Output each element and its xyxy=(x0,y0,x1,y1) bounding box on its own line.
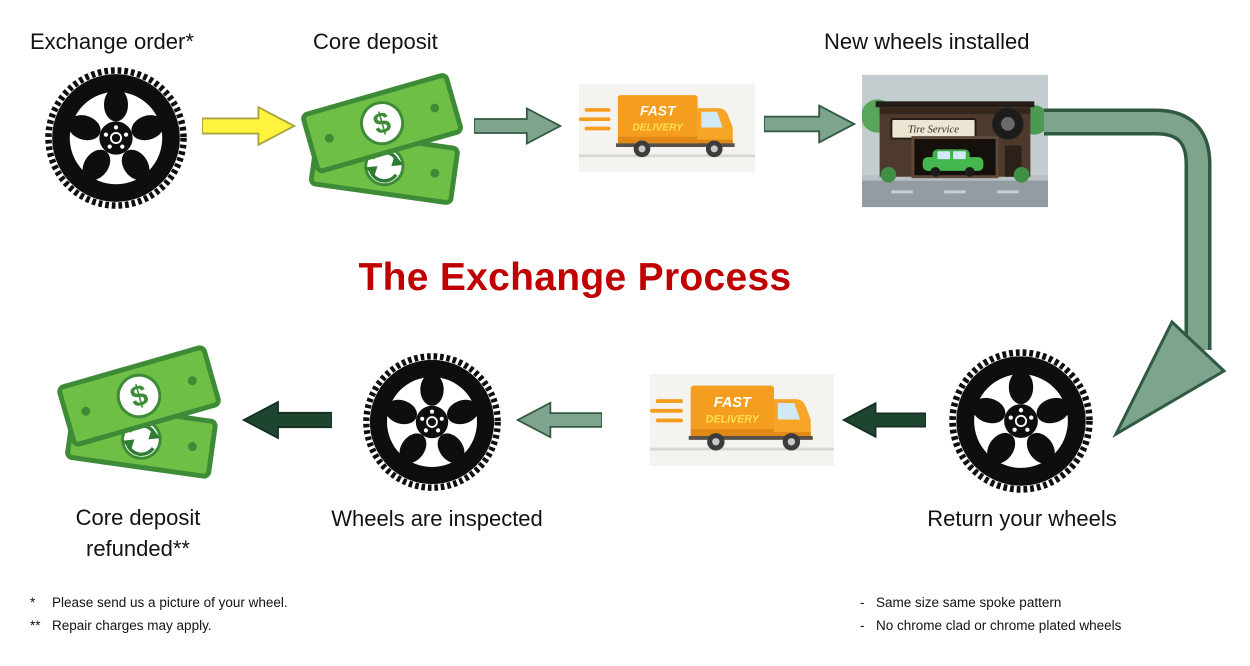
speed-lines xyxy=(579,108,611,131)
footnote-text: No chrome clad or chrome plated wheels xyxy=(876,618,1122,633)
footnote-marker: - xyxy=(860,618,865,633)
refund-money-icon xyxy=(46,338,234,489)
footnote-text: Repair charges may apply. xyxy=(52,618,212,633)
roof xyxy=(875,101,1035,108)
bush xyxy=(880,166,897,183)
dark-green-arrow-left-icon xyxy=(842,401,926,439)
footnote: ** Repair charges may apply. xyxy=(30,615,288,636)
truck-text-delivery: DELIVERY xyxy=(632,122,684,133)
footnote-text: Same size same spoke pattern xyxy=(876,595,1062,610)
label-new-wheels-installed: New wheels installed xyxy=(824,29,1030,54)
inspected-wheel-icon xyxy=(360,350,504,494)
footnote: * Please send us a picture of your wheel… xyxy=(30,592,288,613)
footnotes-left: * Please send us a picture of your wheel… xyxy=(30,592,288,636)
truck-text-fast: FAST xyxy=(714,395,752,411)
green-car xyxy=(922,149,984,177)
truck-box xyxy=(617,95,698,144)
green-arrow-right-icon xyxy=(474,106,562,146)
delivery-truck-image: FAST DELIVERY xyxy=(579,84,755,172)
footnotes-right: - Same size same spoke pattern - No chro… xyxy=(860,592,1121,636)
footnote-marker: ** xyxy=(30,618,41,633)
footnote-text: Please send us a picture of your wheel. xyxy=(52,595,288,610)
truck-window xyxy=(777,403,801,420)
footnote: - No chrome clad or chrome plated wheels xyxy=(860,615,1121,636)
green-arrow-right-icon xyxy=(764,104,856,144)
truck-wheels xyxy=(633,140,723,158)
curved-arrow-down-icon xyxy=(1044,108,1227,438)
footnote-marker: - xyxy=(860,595,865,610)
label-core-deposit: Core deposit xyxy=(313,29,438,54)
label-exchange-order: Exchange order* xyxy=(30,29,194,54)
exchange-wheel-icon xyxy=(42,64,190,212)
shop-sign-text: Tire Service xyxy=(908,124,959,136)
truck-window xyxy=(701,111,723,128)
page-title: The Exchange Process xyxy=(358,256,792,299)
core-deposit-money-icon xyxy=(290,66,476,215)
truck-text-fast: FAST xyxy=(640,102,677,118)
caption-wheels-are-inspected: Wheels are inspected xyxy=(331,506,543,531)
green-arrow-left-icon xyxy=(516,401,602,439)
caption-return-your-wheels: Return your wheels xyxy=(927,506,1117,531)
tire-service-shop-image: Tire Service xyxy=(862,74,1048,208)
caption-line: refunded** xyxy=(86,536,190,561)
yellow-arrow-right-icon xyxy=(202,105,296,147)
truck-box xyxy=(690,385,774,436)
delivery-truck-image: FAST DELIVERY xyxy=(650,374,834,466)
caption-line: Core deposit xyxy=(75,505,201,530)
truck-wheels xyxy=(707,433,801,451)
road xyxy=(650,447,834,451)
return-wheel-icon xyxy=(946,346,1096,496)
bush xyxy=(1013,166,1030,183)
truck-text-delivery: DELIVERY xyxy=(706,413,760,425)
caption-core-deposit-refunded: Core deposit refunded** xyxy=(27,502,249,564)
road xyxy=(579,154,755,158)
speed-lines xyxy=(650,399,683,423)
footnote-marker: * xyxy=(30,595,36,610)
footnote: - Same size same spoke pattern xyxy=(860,592,1121,613)
dark-green-arrow-left-icon xyxy=(242,400,332,440)
